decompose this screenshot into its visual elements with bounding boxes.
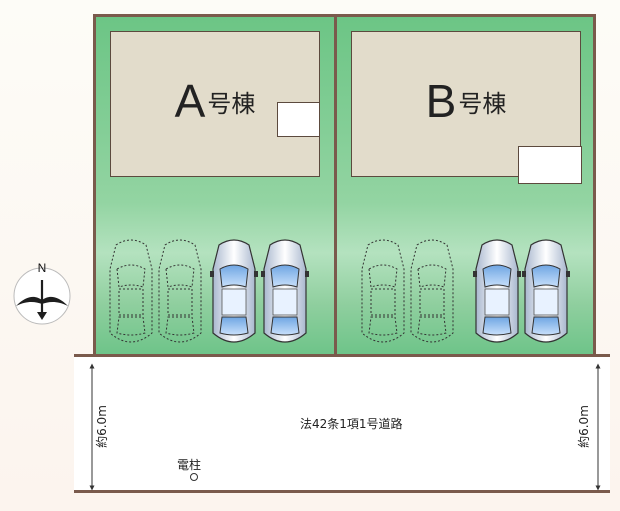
building-a: A号棟	[110, 31, 320, 177]
building-b-label: B号棟	[352, 74, 580, 128]
parking-space-a-2	[158, 239, 202, 343]
utility-pole-icon	[190, 473, 198, 481]
parking-space-b-3	[473, 239, 521, 343]
road	[74, 354, 610, 493]
building-a-porch	[277, 102, 320, 137]
north-arrow-icon	[13, 267, 71, 325]
parking-space-b-4	[522, 239, 570, 343]
parking-space-b-2	[410, 239, 454, 343]
building-a-suffix: 号棟	[207, 89, 256, 118]
road-name: 法42条1項1号道路	[300, 417, 403, 431]
parking-space-a-3	[210, 239, 258, 343]
parking-cars	[109, 239, 570, 343]
parking-space-b-1	[361, 239, 405, 343]
parking-space-a-4	[261, 239, 309, 343]
lot-a: A号棟	[93, 14, 337, 354]
building-b-porch	[518, 146, 582, 184]
building-b-letter: B	[425, 75, 457, 127]
building-b: B号棟	[351, 31, 582, 184]
building-a-label: A号棟	[111, 74, 319, 128]
parking-space-a-1	[109, 239, 153, 343]
building-b-suffix: 号棟	[458, 89, 507, 118]
building-a-letter: A	[174, 75, 206, 127]
utility-pole-label: 電柱	[177, 458, 202, 472]
north-label: N	[38, 261, 47, 275]
